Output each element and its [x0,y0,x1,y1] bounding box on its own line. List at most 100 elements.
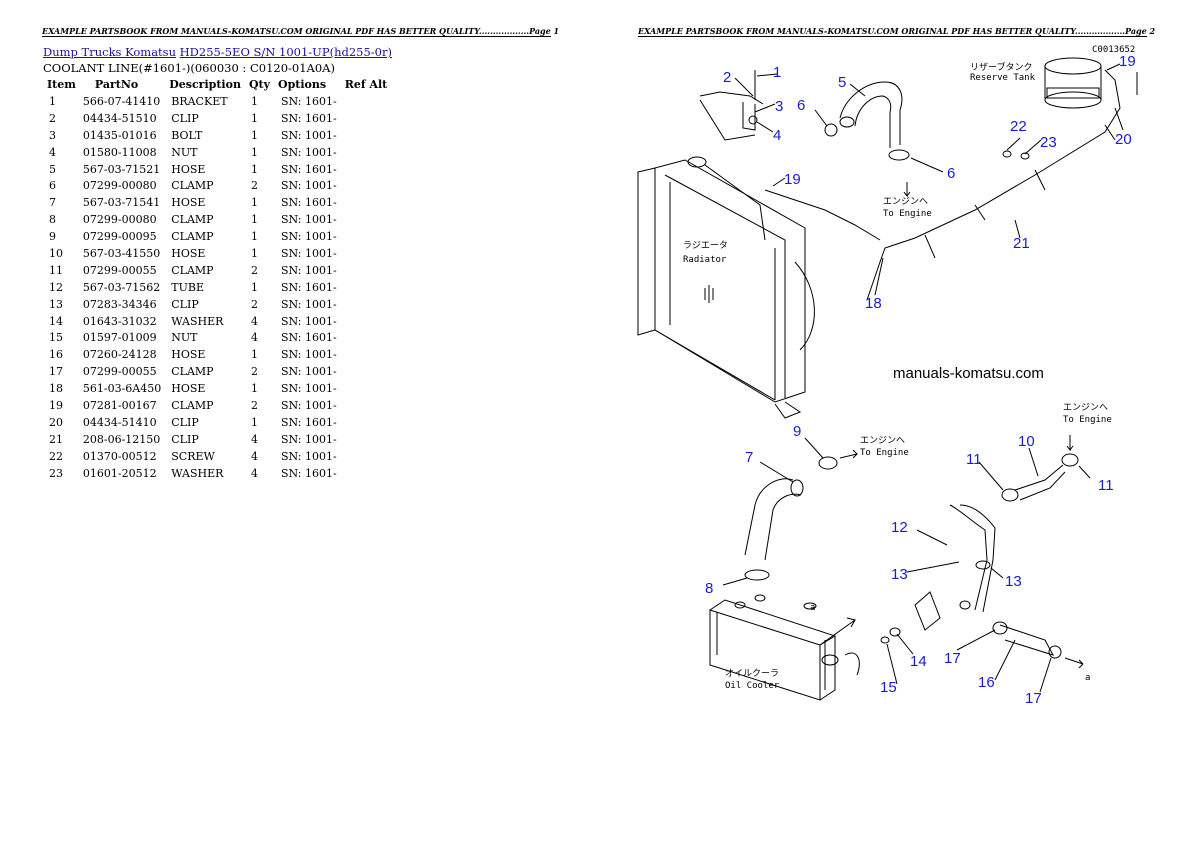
cell-ref-alt [342,228,393,245]
diagram-code: C0013652 [1092,45,1135,55]
breadcrumb: Dump Trucks Komatsu HD255-5EO S/N 1001-U… [43,45,392,59]
cell-item: 6 [49,179,56,193]
callout-2: 2 [723,69,731,86]
cell-ref-alt [342,465,393,482]
cell-description: SCREW [171,449,215,463]
radiator-label-jp: ラジエータ [683,240,728,251]
callout-16: 16 [978,674,995,691]
watermark: manuals-komatsu.com [893,365,1044,382]
cell-qty: 2 [250,365,258,379]
cell-qty: 1 [250,162,258,176]
cell-ref-alt [342,380,393,397]
callout-4: 4 [773,127,781,144]
cell-description: WASHER [171,314,224,328]
cell-item: 15 [49,331,63,345]
cell-partno: 567-03-71541 [82,196,161,210]
cell-qty: 2 [250,263,258,277]
cell-item: 3 [49,128,56,142]
cell-description: TUBE [171,280,204,294]
cell-options: SN: 1001- [281,263,337,277]
cell-options: SN: 1001- [281,297,337,311]
cell-partno: 07283-34346 [82,297,157,311]
cell-description: HOSE [171,196,206,210]
cell-options: SN: 1001- [281,145,337,159]
page-header: EXAMPLE PARTSBOOK FROM MANUALS-KOMATSU.C… [638,26,1156,37]
cell-ref-alt [342,448,393,465]
breadcrumb-link-model[interactable]: HD255-5EO S/N 1001-UP(hd255-0r) [179,45,392,59]
callout-18: 18 [865,295,882,312]
to-engine-label-1: To Engine [883,209,932,219]
cell-partno: 07299-00055 [82,365,157,379]
cell-description: NUT [171,145,198,159]
radiator-drawing: ラジエータ Radiator [637,156,815,419]
cell-qty: 2 [250,297,258,311]
oil-cooler-label-jp: オイルクーラ [725,668,779,679]
cell-ref-alt [342,161,393,178]
cell-partno: 04434-51410 [82,415,157,429]
callout-13b: 13 [1005,573,1022,590]
table-header-row: Item PartNo Description Qty Options Ref … [44,76,392,93]
cell-partno: 07260-24128 [82,348,157,362]
cell-options: SN: 1001- [281,128,337,142]
cell-qty: 4 [250,331,258,345]
cell-item: 5 [49,162,56,176]
cell-options: SN: 1001- [281,398,337,412]
callout-22: 22 [1010,118,1027,135]
cell-item: 12 [49,280,63,294]
cell-ref-alt [342,144,393,161]
callout-7: 7 [745,449,753,466]
callout-17a: 17 [944,650,961,667]
cell-options: SN: 1601- [281,94,337,108]
column-header: Options [278,78,327,91]
cell-ref-alt [342,414,393,431]
cell-ref-alt [342,245,393,262]
cell-description: BRACKET [171,94,228,108]
cell-qty: 4 [250,314,258,328]
cell-partno: 01601-20512 [82,466,157,480]
cell-qty: 2 [250,179,258,193]
cell-options: SN: 1001- [281,314,337,328]
cell-item: 17 [49,365,63,379]
cell-item: 10 [49,246,63,260]
breadcrumb-link-category[interactable]: Dump Trucks Komatsu [43,45,176,59]
cell-ref-alt [342,296,393,313]
page-1: EXAMPLE PARTSBOOK FROM MANUALS-KOMATSU.C… [42,26,559,482]
upper-hose-group: エンジンへ To Engine [699,70,932,219]
section-title: COOLANT LINE(#1601-)(060030 : C0120-01A0… [43,61,335,75]
cell-partno: 07281-00167 [82,398,157,412]
callout-5: 5 [838,74,846,91]
to-engine-label-jp-2: エンジンへ [860,436,905,446]
cell-description: CLIP [171,415,199,429]
cell-qty: 1 [250,280,258,294]
cell-partno: 04434-51510 [82,111,157,125]
cell-qty: 1 [250,145,258,159]
column-header: Item [47,78,76,91]
cell-item: 19 [49,398,63,412]
cell-options: SN: 1601- [281,415,337,429]
reserve-tank-drawing: リザーブタンク Reserve Tank [764,57,1138,301]
cell-qty: 1 [250,382,258,396]
cell-partno: 07299-00080 [82,213,157,227]
cell-partno: 567-03-71562 [82,280,161,294]
callout-8: 8 [705,580,713,597]
cell-options: SN: 1601- [281,280,337,294]
cell-options: SN: 1001- [281,230,337,244]
cell-description: NUT [171,331,198,345]
cell-item: 4 [49,145,56,159]
cell-partno: 567-03-71521 [82,162,161,176]
cell-qty: 1 [250,213,258,227]
cell-description: HOSE [171,382,206,396]
